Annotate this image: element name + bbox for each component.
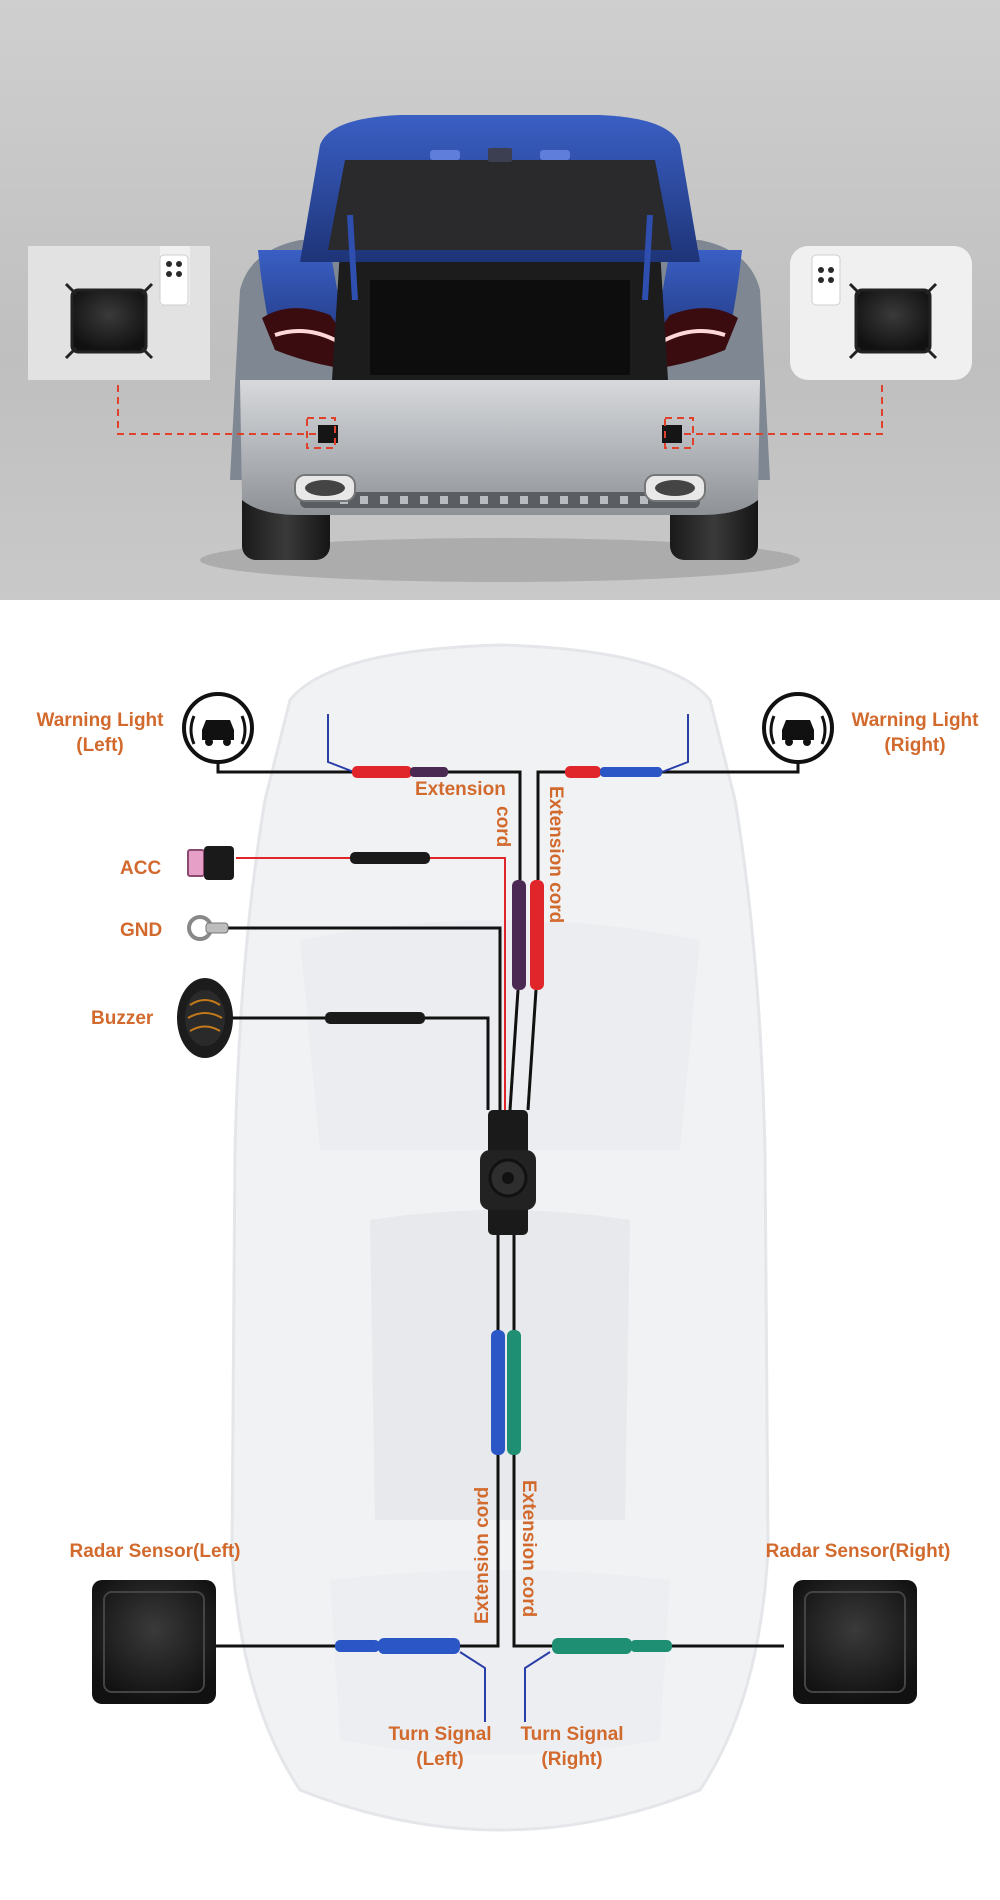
radar-sensor-right-icon: [793, 1580, 917, 1704]
acc-fuse-icon: [187, 846, 234, 880]
bumper-sensor-right: [662, 425, 682, 443]
sensor-callout-right: [790, 246, 972, 380]
label-extension-cord-top-left-2: cord: [492, 806, 513, 847]
bumper-sensor-left: [318, 425, 338, 443]
radar-sensor-left-icon: [92, 1580, 216, 1704]
extension-plug-green: [507, 1330, 521, 1455]
label-warning-right-1: Warning Light: [852, 710, 980, 731]
label-warning-right-2: (Right): [884, 735, 945, 756]
sensor-callout-left: [28, 246, 210, 380]
warning-light-right-icon: [762, 692, 834, 764]
label-warning-left-1: Warning Light: [37, 710, 165, 731]
label-buzzer: Buzzer: [91, 1008, 154, 1029]
label-warning-left-2: (Left): [76, 735, 123, 756]
label-extension-cord-top-right: Extension cord: [545, 786, 566, 923]
top-photo: [0, 0, 1000, 600]
label-acc: ACC: [120, 858, 161, 879]
car-rear-view: [230, 115, 770, 560]
buzzer-icon: [177, 978, 233, 1058]
label-turn-right-2: (Right): [541, 1749, 602, 1770]
label-extension-cord-bottom-left: Extension cord: [472, 1487, 493, 1624]
label-turn-right-1: Turn Signal: [520, 1724, 623, 1745]
acc-wire: [236, 857, 506, 1110]
rear-bumper: [240, 380, 760, 515]
guide-lines: [117, 385, 883, 449]
extension-plug-red: [530, 880, 544, 990]
label-extension-cord-top-left-1: Extension: [415, 779, 506, 800]
connectors: [325, 766, 672, 1654]
label-turn-left-2: (Left): [416, 1749, 463, 1770]
extension-plug-blue: [491, 1330, 505, 1455]
label-radar-right: Radar Sensor(Right): [766, 1541, 951, 1562]
extension-plug-purple: [512, 880, 526, 990]
warning-light-left-icon: [182, 692, 254, 764]
label-turn-left-1: Turn Signal: [388, 1724, 491, 1745]
label-gnd: GND: [120, 920, 162, 941]
label-radar-left: Radar Sensor(Left): [69, 1541, 240, 1562]
gnd-terminal-icon: [187, 915, 229, 941]
control-module: [480, 1110, 536, 1235]
label-extension-cord-bottom-right: Extension cord: [518, 1480, 539, 1617]
